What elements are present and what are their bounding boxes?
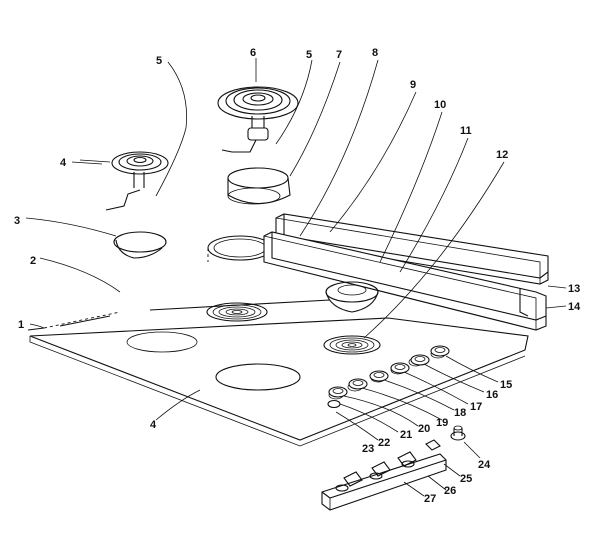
element-rear-right: [206, 302, 268, 322]
callout-18: 18: [454, 407, 466, 419]
switch-assembly: [321, 425, 466, 511]
control-knobs: [327, 345, 450, 409]
callout-20: 20: [418, 423, 430, 435]
large-burner-element: [217, 86, 299, 153]
callout-13: 13: [568, 283, 580, 295]
callout-11: 11: [460, 125, 472, 137]
rear-trim-lower: [263, 231, 547, 331]
callout-2: 2: [30, 255, 36, 267]
center-support: [325, 281, 379, 313]
callout-21: 21: [400, 429, 412, 441]
cooktop-panel: [27, 299, 529, 447]
callout-4a: 4: [60, 157, 67, 169]
callout-5a: 5: [156, 55, 162, 67]
callout-6: 6: [250, 47, 256, 59]
callout-9: 9: [410, 79, 416, 91]
callout-14: 14: [568, 301, 581, 313]
callout-25: 25: [460, 473, 472, 485]
callout-27: 27: [424, 493, 436, 505]
callout-19: 19: [436, 417, 448, 429]
callout-labels: 1 2 3 4 4 5 5 6 7 8 9 10 11 12 13 14 15 …: [14, 47, 581, 505]
callout-24: 24: [478, 459, 491, 471]
trim-ring: [207, 235, 273, 262]
small-burner-element: [79, 151, 169, 211]
element-front-right: [323, 335, 381, 355]
callout-12: 12: [496, 149, 508, 161]
callout-5b: 5: [306, 49, 312, 61]
callout-17: 17: [470, 401, 482, 413]
callout-8: 8: [372, 47, 378, 59]
callout-10: 10: [434, 99, 446, 111]
callout-16: 16: [486, 389, 498, 401]
callout-22: 22: [378, 437, 390, 449]
callout-23: 23: [362, 443, 374, 455]
callout-1: 1: [18, 319, 24, 331]
callout-15: 15: [500, 379, 512, 391]
drip-pan-upper: [227, 167, 291, 205]
callout-4b: 4: [150, 419, 157, 431]
callout-3: 3: [14, 215, 20, 227]
leader-lines: [25, 58, 567, 497]
drip-bowl-left: [113, 231, 167, 259]
callout-26: 26: [444, 485, 456, 497]
callout-7: 7: [336, 49, 342, 61]
